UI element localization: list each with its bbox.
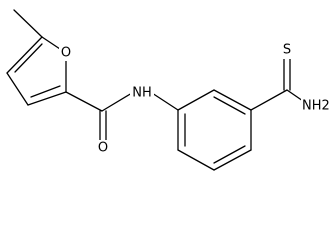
bond-ring-thiocarbon <box>250 89 288 111</box>
bond-ring-1-2 <box>177 89 215 111</box>
bond-thio-n <box>286 89 304 102</box>
bond-methyl-c5 <box>13 9 43 38</box>
furan-oxygen-bg <box>59 45 73 61</box>
amide-nitrogen-bg <box>130 84 154 101</box>
amide-nitrogen-label: NH <box>132 86 152 101</box>
bond-c4-c5 <box>6 36 43 74</box>
bond-c2-c3 <box>27 91 67 106</box>
amide-oxygen-bg <box>96 140 110 156</box>
bond-ring-5-6 <box>177 149 215 171</box>
thioamide-nitrogen-label: NH2 <box>302 99 330 114</box>
furan-oxygen-label: O <box>61 46 71 61</box>
bond-c3-c4 <box>6 72 29 106</box>
bond-n-ring <box>151 92 179 111</box>
bond-c4-c5-double <box>14 43 43 73</box>
structure-diagram: O NH O S NH2 <box>6 9 331 171</box>
thioamide-nitrogen-bg <box>301 98 331 115</box>
thio-sulfur-label: S <box>283 43 291 58</box>
bond-ring-2-3 <box>213 89 252 111</box>
bond-ring-4-5-double <box>213 145 246 164</box>
bond-c2-carbonyl <box>65 91 103 112</box>
amide-oxygen-label: O <box>98 141 108 156</box>
bond-ring-4-5 <box>213 149 252 171</box>
thio-sulfur-bg <box>280 42 294 59</box>
bond-carbonyl-n <box>101 92 133 112</box>
bond-c2-c3-double <box>30 85 61 98</box>
bond-ring-2-3-double <box>213 96 246 115</box>
